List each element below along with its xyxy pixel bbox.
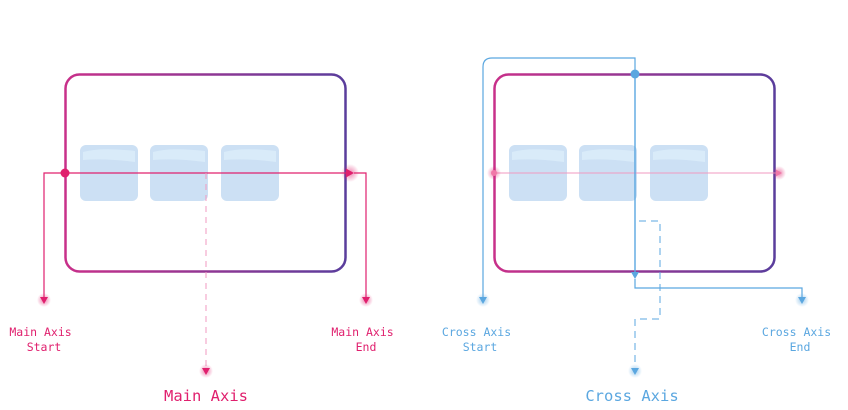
main-axis-reference-start-dot: [491, 170, 497, 176]
main-end-arrow-icon: [362, 297, 370, 304]
main-axis-panel: Main Axis Start Main Axis End Main Axis: [9, 73, 400, 405]
cross-axis-panel: Cross Axis Start Cross Axis End Cross Ax…: [442, 57, 838, 405]
main-axis-title-arrow-icon: [202, 368, 210, 375]
cross-start-leader: [482, 57, 636, 298]
flex-items: [80, 145, 279, 201]
cross-start-arrow-icon: [479, 297, 487, 304]
cross-axis-start-label: Cross Axis Start: [442, 325, 518, 354]
main-start-leader: [43, 172, 65, 298]
cross-axis-title-arrow-icon: [631, 368, 639, 375]
main-axis-end-label: Main Axis End: [331, 325, 400, 354]
main-start-arrow-icon: [40, 297, 48, 304]
cross-axis-end-arrow-icon: [631, 272, 639, 279]
main-axis-start-label: Main Axis Start: [9, 325, 78, 354]
main-end-leader: [354, 172, 367, 298]
main-axis-reference-arrow-icon: [776, 169, 782, 177]
cross-axis-end-label: Cross Axis End: [762, 325, 838, 354]
cross-axis-title: Cross Axis: [585, 387, 678, 405]
cross-axis-pointer: [634, 220, 661, 367]
main-axis-title: Main Axis: [164, 387, 248, 405]
cross-end-arrow-icon: [798, 297, 806, 304]
main-axis-end-arrow-icon: [346, 168, 354, 178]
